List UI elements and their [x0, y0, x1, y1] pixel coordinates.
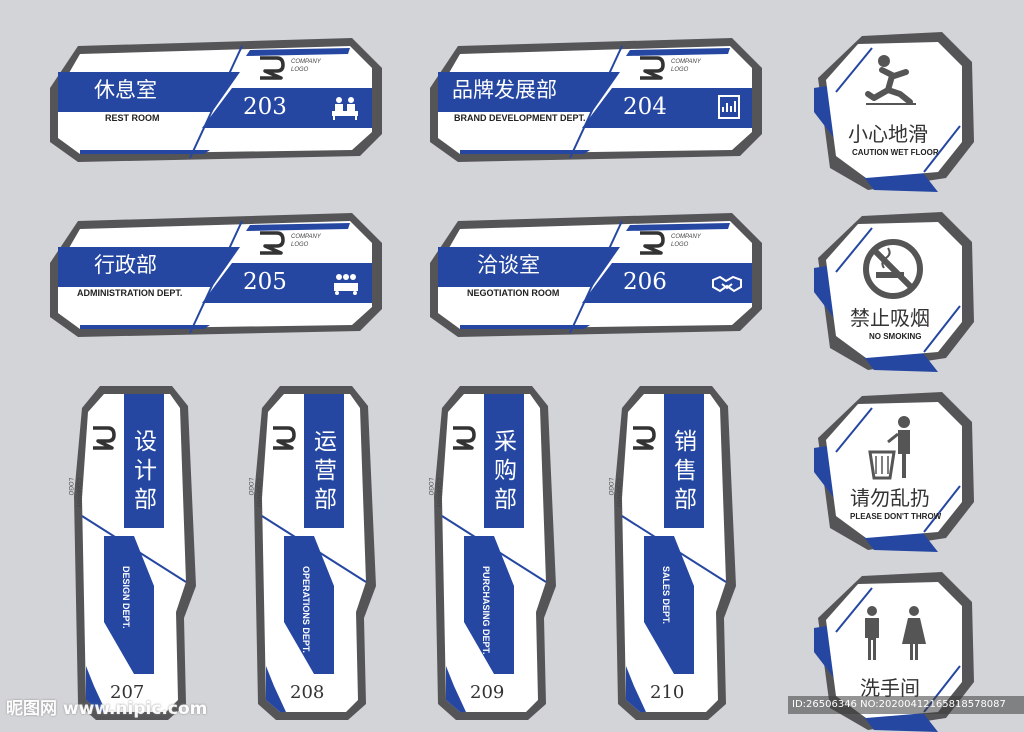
- sign-frame: [814, 32, 974, 192]
- restroom-people-icon: [865, 606, 926, 660]
- plate-frame: [430, 213, 762, 337]
- room-name-en: BRAND DEVELOPMENT DEPT.: [454, 113, 586, 123]
- no-smoking-icon: [863, 239, 923, 299]
- room-number: 203: [243, 94, 287, 120]
- sign-text-en: CAUTION WET FLOOR: [852, 148, 939, 157]
- room-number: 209: [470, 682, 505, 703]
- company-logo-mark: [260, 231, 285, 255]
- dept-name-en: SALES DEPT.: [661, 566, 671, 625]
- watermark-id: ID:26506346 NO:20200412165818578087: [788, 696, 1024, 714]
- room-number: 208: [290, 682, 325, 703]
- dept-name-en: PURCHASING DEPT.: [481, 566, 491, 655]
- plate-frame: [254, 386, 376, 720]
- notice-sign-restroom: 洗手间: [812, 572, 976, 732]
- company-logo-mark: [93, 426, 116, 450]
- sign-frame: [814, 572, 974, 732]
- sign-text-cn: 小心地滑: [848, 122, 928, 146]
- company-logo-mark: [273, 426, 296, 450]
- plate-frame: [74, 386, 196, 720]
- room-number: 204: [623, 94, 667, 120]
- company-logo-mark: [260, 56, 285, 80]
- sign-frame: [814, 212, 974, 372]
- dept-name-cn: 设计部: [134, 429, 157, 513]
- room-name-en: NEGOTIATION ROOM: [467, 288, 560, 298]
- sign-text-cn: 禁止吸烟: [850, 306, 930, 330]
- room-name-cn: 品牌发展部: [452, 78, 557, 102]
- notice-sign-no-littering: 请勿乱扔 PLEASE DON'T THROW: [812, 392, 976, 552]
- sign-text-en: PLEASE DON'T THROW: [850, 512, 942, 521]
- room-number: 210: [650, 682, 685, 703]
- trash-bin-icon: [868, 416, 910, 480]
- plate-frame: [50, 213, 382, 337]
- meeting-icon: [334, 274, 358, 295]
- dept-name-en: OPERATIONS DEPT.: [301, 566, 311, 653]
- room-name-cn: 洽谈室: [477, 253, 540, 277]
- notice-sign-no-smoking: 禁止吸烟 NO SMOKING: [812, 212, 976, 372]
- room-name-cn: 行政部: [94, 253, 157, 277]
- company-logo-mark: [453, 426, 476, 450]
- plate-frame: [434, 386, 556, 720]
- company-logo-mark: [640, 56, 665, 80]
- slipping-person-icon: [865, 55, 916, 105]
- dept-name-cn: 运营部: [314, 429, 337, 513]
- dept-name-cn: 采购部: [494, 429, 517, 513]
- company-logo-mark: [640, 231, 665, 255]
- room-number: 205: [243, 269, 287, 295]
- room-name-cn: 休息室: [94, 78, 157, 102]
- plate-frame: [614, 386, 736, 720]
- room-number: 206: [623, 269, 667, 295]
- sign-text-cn: 请勿乱扔: [850, 486, 930, 510]
- room-number: 207: [110, 682, 145, 703]
- sign-frame: [814, 392, 974, 552]
- sign-text-cn: 洗手间: [860, 676, 920, 700]
- dept-name-en: DESIGN DEPT.: [121, 566, 131, 629]
- company-logo-mark: [633, 426, 656, 450]
- sign-text-en: NO SMOKING: [869, 332, 922, 341]
- room-name-en: REST ROOM: [105, 113, 160, 123]
- room-name-en: ADMINISTRATION DEPT.: [77, 288, 183, 298]
- rest-room-icon: [332, 97, 358, 120]
- plate-frame: [430, 38, 762, 162]
- chart-board-icon: [718, 95, 740, 119]
- dept-name-cn: 销售部: [674, 429, 697, 513]
- handshake-icon: [712, 275, 742, 293]
- plate-frame: [50, 38, 382, 162]
- notice-sign-caution-wet-floor: 小心地滑 CAUTION WET FLOOR: [812, 32, 976, 192]
- watermark-site: 昵图网 www.nipic.com: [6, 699, 208, 719]
